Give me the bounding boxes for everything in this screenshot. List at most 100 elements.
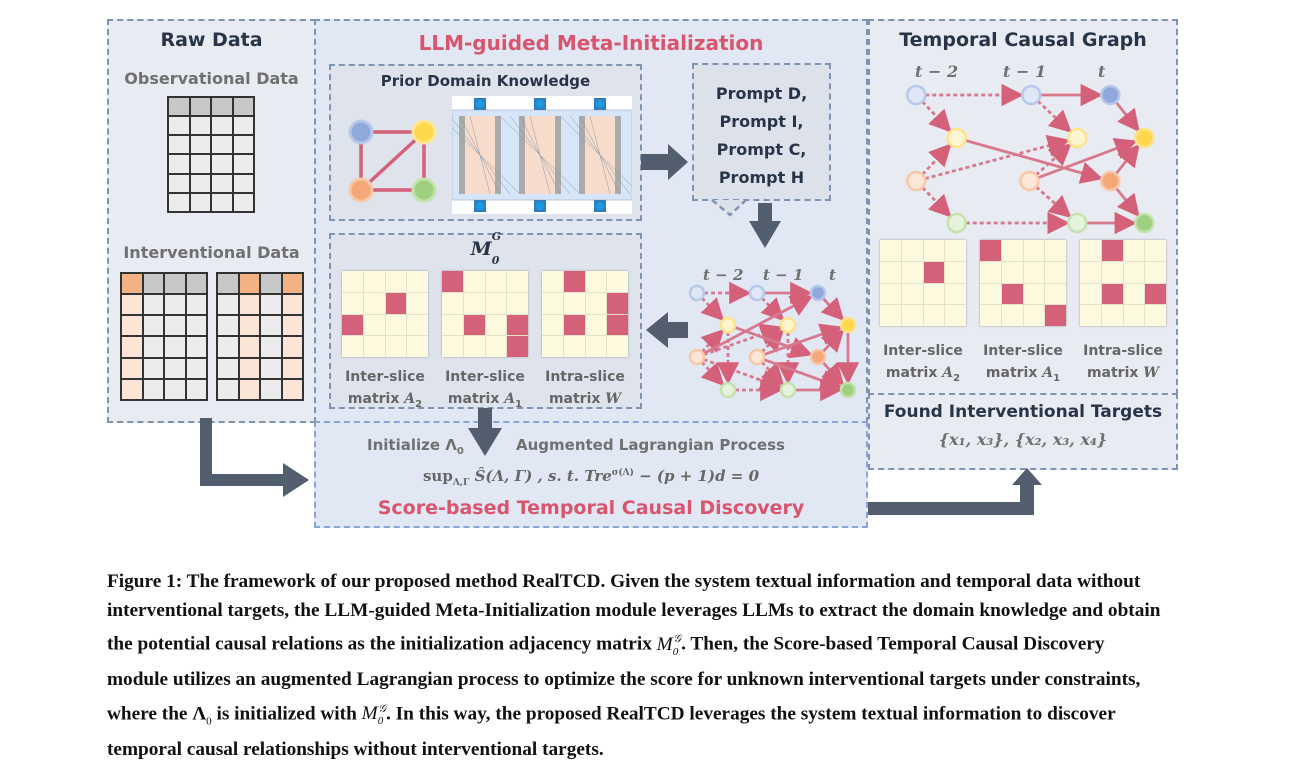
matrix-cell: [1001, 261, 1023, 283]
matrix-cell: [1101, 261, 1123, 283]
matrix-cell: [363, 292, 385, 314]
node-yellow: [411, 119, 437, 145]
matrix-cell: [542, 271, 563, 292]
prompt-bubble-tail: [711, 199, 747, 217]
table-cell: [212, 117, 232, 135]
interventional-data-table-2: [216, 272, 304, 401]
lagged-edge: [700, 328, 725, 353]
matrix-cell: [880, 305, 901, 326]
matrix-cell: [923, 283, 945, 305]
matrix-cell: [1023, 240, 1045, 261]
causal-edge: [1114, 101, 1140, 133]
matrix-cell: [563, 336, 585, 357]
graph-node: [946, 212, 967, 234]
matrix-cell-active: [1145, 283, 1166, 305]
matrix-cell: [923, 240, 945, 261]
table-cell: [261, 379, 281, 399]
graph-node: [809, 284, 827, 302]
table-cell: [239, 337, 259, 357]
table-cell: [190, 155, 210, 173]
graph-node: [1066, 127, 1088, 149]
matrix-cell-active: [385, 292, 407, 314]
table-cell: [186, 337, 206, 357]
matrix-cell: [1123, 261, 1145, 283]
matrix-cell: [1101, 305, 1123, 326]
tcg-time-label-t: t: [1098, 62, 1106, 81]
graph-node: [905, 84, 927, 106]
figure-caption: Figure 1: The framework of our proposed …: [107, 568, 1187, 764]
llm-module-title: LLM-guided Meta-Initialization: [418, 31, 764, 55]
table-cell: [190, 193, 210, 211]
matrix-cell: [363, 336, 385, 357]
table-cell: [122, 316, 142, 336]
table-cell: [233, 117, 253, 135]
lagged-edge: [921, 143, 952, 176]
caption-line: interventional targets, the LLM-guided M…: [107, 599, 1161, 621]
table-cell: [165, 295, 185, 315]
matrix-cell: [1123, 305, 1145, 326]
matrix-cell: [880, 261, 901, 283]
table-cell: [233, 98, 253, 116]
table-cell: [122, 358, 142, 378]
rack: [579, 116, 585, 194]
matrix-cell: [585, 271, 607, 292]
matrix-cell: [342, 292, 363, 314]
prompt-bubble: [692, 63, 831, 201]
matrix-cell: [407, 314, 428, 336]
caption-line: temporal causal relationships without in…: [107, 738, 604, 760]
matrix-cell: [407, 336, 428, 357]
matrix-cell: [342, 336, 363, 357]
table-cell: [186, 316, 206, 336]
prompt-d: Prompt D,: [715, 84, 808, 103]
table-cell: [233, 155, 253, 173]
table-cell: [261, 316, 281, 336]
matrix-cell-active: [507, 336, 528, 357]
prompt-list: Prompt D, Prompt I, Prompt C, Prompt H: [692, 80, 831, 192]
tcg-matrix-w: [1080, 240, 1166, 326]
matrix-cell: [585, 292, 607, 314]
table-cell: [186, 379, 206, 399]
llm-time-label-t1: t − 1: [763, 266, 804, 284]
graph-node: [688, 348, 706, 366]
llm-temporal-graph: [688, 281, 860, 402]
matrix-cell: [1145, 305, 1166, 326]
table-cell: [122, 337, 142, 357]
graph-node: [1020, 84, 1042, 106]
table-cell: [169, 117, 189, 135]
score-module-title: Score-based Temporal Causal Discovery: [377, 497, 805, 519]
matrix-cell-active: [1001, 283, 1023, 305]
matrix-cell: [407, 292, 428, 314]
matrix-cell: [945, 261, 966, 283]
caption-line: Figure 1: The framework of our proposed …: [107, 571, 1141, 592]
matrix-cell: [442, 314, 463, 336]
table-cell: [143, 337, 163, 357]
matrix-cell-active: [607, 292, 628, 314]
matrix-cell: [1001, 305, 1023, 326]
crac-fan: [476, 202, 484, 210]
matrix-cell: [945, 305, 966, 326]
rack: [615, 116, 621, 194]
table-cell: [165, 274, 185, 294]
observational-data-table: [167, 96, 255, 213]
table-cell: [282, 274, 302, 294]
matrix-cell: [980, 305, 1001, 326]
arrow-down-icon: [749, 203, 781, 248]
table-cell: [122, 295, 142, 315]
causal-edge: [965, 139, 1104, 184]
table-cell: [143, 274, 163, 294]
arrow-right-icon: [641, 144, 688, 180]
table-cell: [282, 337, 302, 357]
table-cell: [239, 295, 259, 315]
airflow-line: [589, 115, 611, 195]
table-cell: [165, 358, 185, 378]
matrix-cell-active: [1101, 283, 1123, 305]
matrix-cell: [585, 336, 607, 357]
tcg-time-label-t1: t − 1: [1003, 62, 1047, 81]
llm-matrix-w: [542, 271, 628, 357]
table-cell: [233, 136, 253, 154]
interventional-data-table-1: [120, 272, 208, 401]
raw-data-title: Raw Data: [160, 29, 263, 51]
